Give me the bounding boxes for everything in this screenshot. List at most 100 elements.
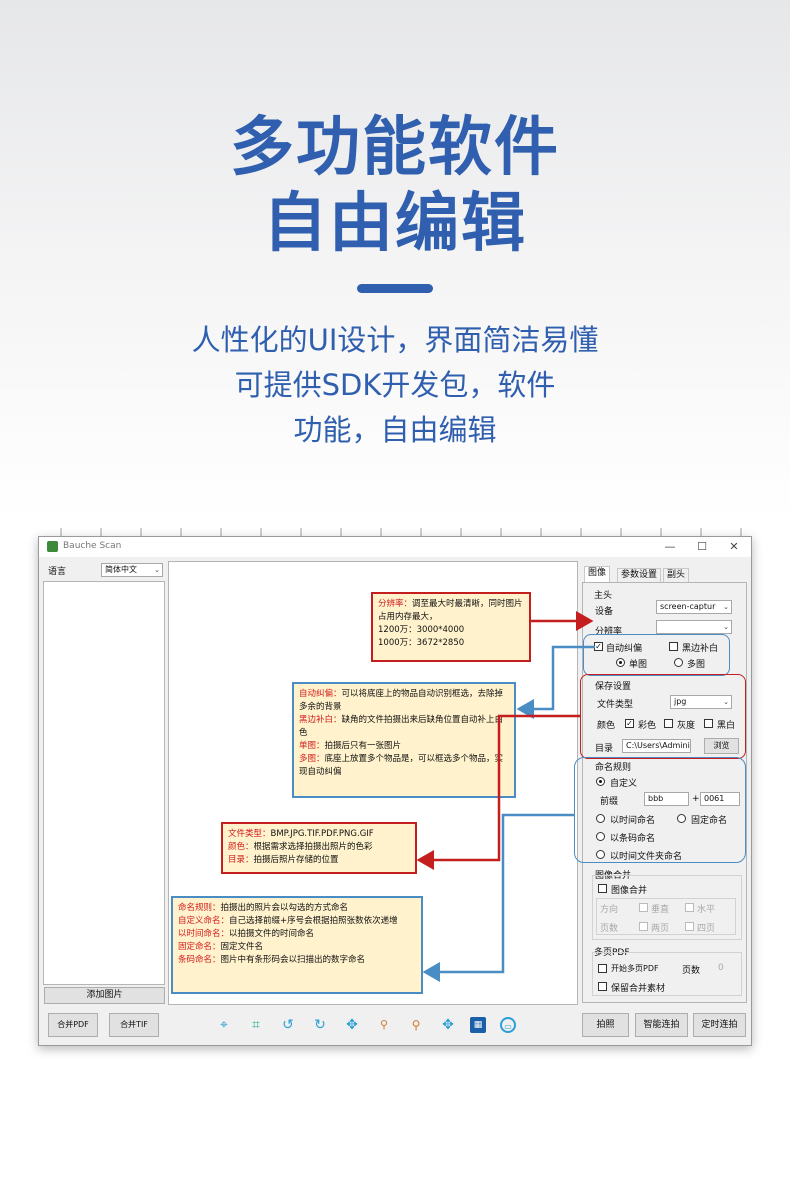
- device-value: screen-captur: [660, 602, 716, 611]
- callout-text: BMP.JPG.TIF.PDF.PNG.GIF: [270, 829, 374, 839]
- ruler-tick: [300, 528, 302, 537]
- callout-key: 以时间命名：: [178, 929, 230, 939]
- callout-key: 命名规则：: [178, 903, 221, 913]
- file-type-value: jpg: [674, 697, 687, 706]
- merge-options-group: [596, 898, 736, 935]
- ruler-tick: [140, 528, 142, 537]
- two-pages-checkbox[interactable]: [639, 922, 648, 931]
- callout-key: 颜色：: [228, 842, 254, 852]
- app-window: Bauche Scan — ☐ ✕ 语言 简体中文 ⌄ 添加图片 合并PDF 合…: [38, 536, 752, 1046]
- callout-key: 自定义命名：: [178, 916, 230, 926]
- device-select[interactable]: screen-captur ⌄: [656, 600, 732, 614]
- fixed-naming-label: 固定命名: [691, 816, 728, 826]
- merge-pdf-button[interactable]: 合并PDF: [48, 1013, 98, 1037]
- smart-shoot-button[interactable]: 智能连拍: [635, 1013, 688, 1037]
- ruler-tick: [500, 528, 502, 537]
- video-icon[interactable]: ▭: [500, 1017, 516, 1033]
- keep-material-checkbox[interactable]: [598, 982, 607, 991]
- callout-key: 单图：: [299, 741, 325, 751]
- directory-label: 目录: [595, 744, 614, 754]
- ruler-tick: [100, 528, 102, 537]
- resolution-callout: 分辨率：调至最大时最清晰，同时图片占用内存最大， 1200万：3000*4000…: [371, 592, 531, 662]
- image-merge-checkbox[interactable]: [598, 884, 607, 893]
- callout-text: 拍摄后照片存储的位置: [253, 855, 339, 865]
- merge-tif-button[interactable]: 合并TIF: [109, 1013, 159, 1037]
- image-list[interactable]: [43, 581, 165, 985]
- four-pages-checkbox[interactable]: [685, 922, 694, 931]
- maximize-button[interactable]: ☐: [697, 540, 707, 553]
- custom-naming-radio[interactable]: [596, 777, 605, 786]
- file-type-select[interactable]: jpg ⌄: [670, 695, 732, 709]
- vertical-label: 垂直: [651, 905, 670, 915]
- rotate-left-icon[interactable]: ↺: [282, 1017, 294, 1033]
- fixed-naming-radio[interactable]: [677, 814, 686, 823]
- minimize-button[interactable]: —: [664, 540, 676, 553]
- bw-option-label: 黑白: [717, 721, 736, 731]
- folder-naming-label: 以时间文件夹命名: [610, 852, 683, 862]
- tab-params[interactable]: 参数设置: [617, 568, 662, 582]
- chevron-down-icon: ⌄: [723, 603, 729, 611]
- ruler-tick: [340, 528, 342, 537]
- tab-image[interactable]: 图像: [584, 566, 611, 582]
- browse-button[interactable]: 浏览: [704, 738, 739, 754]
- main-head-title: 主头: [594, 591, 613, 601]
- pages-label: 页数: [600, 924, 619, 934]
- save-settings-highlight: [580, 674, 746, 759]
- callout-arrows: [416, 611, 595, 982]
- time-naming-radio[interactable]: [596, 814, 605, 823]
- ruler-tick: [60, 528, 62, 537]
- color-checkbox[interactable]: ✓: [625, 719, 634, 728]
- move-icon[interactable]: ✥: [346, 1017, 358, 1033]
- chevron-down-icon: ⌄: [154, 566, 160, 574]
- keep-material-label: 保留合并素材: [611, 984, 666, 994]
- prefix-input[interactable]: bbb: [644, 792, 689, 806]
- rotate-right-icon[interactable]: ↻: [314, 1017, 326, 1033]
- image-merge-group: [592, 875, 742, 940]
- naming-arrow: [422, 813, 574, 982]
- crop-icon[interactable]: ⌗: [252, 1017, 260, 1033]
- image-merge-title: 图像合并: [595, 871, 632, 881]
- zoom-in-icon[interactable]: ⚲: [411, 1018, 421, 1032]
- callout-key: 分辨率：: [378, 599, 413, 609]
- bw-checkbox[interactable]: [704, 719, 713, 728]
- title-bar: Bauche Scan — ☐ ✕: [39, 537, 751, 557]
- callout-text: 底座上放置多个物品是，可以框选多个物品，实现自动纠偏: [299, 754, 504, 777]
- page-count-label: 页数: [682, 966, 701, 976]
- sequence-input[interactable]: 0061: [700, 792, 740, 806]
- direction-label: 方向: [600, 905, 619, 915]
- ruler-tick: [740, 528, 742, 537]
- shoot-button[interactable]: 拍照: [582, 1013, 629, 1037]
- barcode-naming-radio[interactable]: [596, 832, 605, 841]
- vertical-checkbox[interactable]: [639, 903, 648, 912]
- folder-naming-radio[interactable]: [596, 850, 605, 859]
- naming-rules-title: 命名规则: [595, 763, 632, 773]
- ruler-tick: [620, 528, 622, 537]
- gray-checkbox[interactable]: [664, 719, 673, 728]
- focus-icon[interactable]: ⌖: [220, 1017, 228, 1033]
- callout-line: 1000万：3672*2850: [378, 638, 465, 648]
- start-multipage-checkbox[interactable]: [598, 964, 607, 973]
- close-button[interactable]: ✕: [729, 540, 739, 553]
- add-image-button[interactable]: 添加图片: [44, 987, 165, 1004]
- ruler-tick: [580, 528, 582, 537]
- directory-input[interactable]: C:\Users\Admini: [622, 739, 691, 753]
- hero-title-line1: 多功能软件: [230, 111, 560, 185]
- horizontal-checkbox[interactable]: [685, 903, 694, 912]
- language-select[interactable]: 简体中文 ⌄: [101, 563, 163, 577]
- callout-text: 以拍摄文件的时间命名: [229, 929, 315, 939]
- resolution-select[interactable]: ⌄: [656, 620, 732, 634]
- deskew-highlight: [583, 634, 730, 676]
- multi-image-radio[interactable]: [674, 658, 683, 667]
- black-fill-checkbox[interactable]: [669, 642, 678, 651]
- single-image-radio[interactable]: [616, 658, 625, 667]
- fit-icon[interactable]: ✥: [442, 1017, 454, 1033]
- device-label: 设备: [595, 607, 614, 617]
- file-type-label: 文件类型: [597, 700, 634, 710]
- plus-sign: +: [692, 794, 700, 804]
- film-icon[interactable]: ▦: [470, 1017, 486, 1033]
- timed-shoot-button[interactable]: 定时连拍: [693, 1013, 746, 1037]
- tab-secondary-head[interactable]: 副头: [663, 568, 690, 582]
- gray-option-label: 灰度: [677, 721, 696, 731]
- zoom-out-icon[interactable]: ⚲: [379, 1018, 389, 1031]
- callout-text: 调至最大时最清晰，同时图片占用内存最大，: [378, 599, 523, 622]
